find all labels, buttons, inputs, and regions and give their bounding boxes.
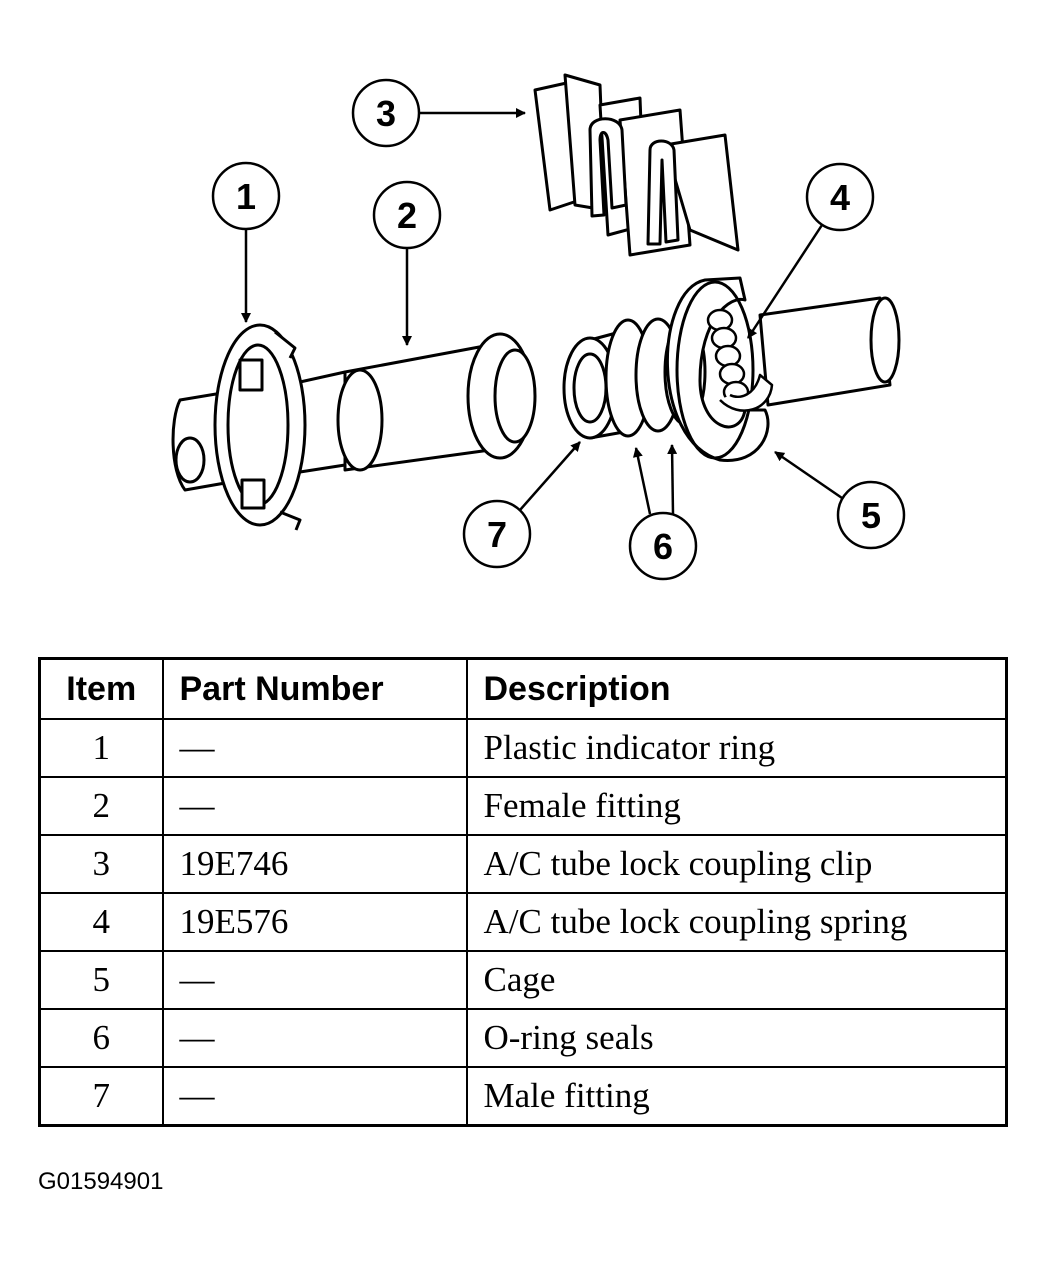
coupling-spring — [706, 308, 774, 412]
cell-item: 6 — [38, 1008, 164, 1068]
callout-2: 2 — [372, 180, 442, 346]
table-header-row: Item Part Number Description — [38, 657, 1008, 720]
callout-4: 4 — [746, 162, 875, 339]
cell-item: 1 — [38, 718, 164, 778]
cell-description: Male fitting — [465, 1066, 1008, 1127]
cell-item: 7 — [38, 1066, 164, 1127]
callout-5: 5 — [774, 450, 906, 550]
svg-text:5: 5 — [861, 495, 881, 536]
table-row: 7 — Male fitting — [38, 1066, 1008, 1127]
table-row: 3 19E746 A/C tube lock coupling clip — [38, 834, 1008, 894]
svg-text:4: 4 — [830, 177, 850, 218]
header-item: Item — [38, 657, 164, 720]
parts-table: Item Part Number Description 1 — Plastic… — [38, 657, 1008, 1127]
cell-description: A/C tube lock coupling spring — [465, 892, 1008, 952]
cell-item: 3 — [38, 834, 164, 894]
cell-part-number: 19E576 — [161, 892, 468, 952]
cell-item: 4 — [38, 892, 164, 952]
cell-description: O-ring seals — [465, 1008, 1008, 1068]
female-fitting — [171, 332, 537, 492]
exploded-view-diagram: 1 2 3 4 5 6 7 — [171, 73, 906, 581]
plastic-indicator-ring — [213, 323, 307, 531]
table-row: 4 19E576 A/C tube lock coupling spring — [38, 892, 1008, 952]
cell-part-number: — — [161, 1066, 468, 1127]
table-row: 5 — Cage — [38, 950, 1008, 1010]
callout-1: 1 — [211, 161, 281, 323]
cell-part-number: 19E746 — [161, 834, 468, 894]
header-part-number: Part Number — [161, 657, 468, 720]
tube-right — [758, 296, 901, 407]
header-description: Description — [465, 657, 1008, 720]
coupling-clip — [533, 73, 740, 257]
svg-text:1: 1 — [236, 176, 256, 217]
cell-part-number: — — [161, 718, 468, 778]
cell-item: 5 — [38, 950, 164, 1010]
table-row: 2 — Female fitting — [38, 776, 1008, 836]
cell-part-number: — — [161, 950, 468, 1010]
cell-description: Plastic indicator ring — [465, 718, 1008, 778]
svg-text:7: 7 — [487, 514, 507, 555]
figure-id: G01594901 — [38, 1168, 164, 1195]
callout-6: 6 — [628, 444, 698, 581]
callout-3: 3 — [351, 78, 526, 148]
cell-part-number: — — [161, 776, 468, 836]
callout-7: 7 — [462, 441, 581, 569]
cell-description: Cage — [465, 950, 1008, 1010]
cell-part-number: — — [161, 1008, 468, 1068]
cage — [665, 276, 770, 462]
cell-item: 2 — [38, 776, 164, 836]
table-row: 6 — O-ring seals — [38, 1008, 1008, 1068]
cell-description: Female fitting — [465, 776, 1008, 836]
svg-text:3: 3 — [376, 93, 396, 134]
cell-description: A/C tube lock coupling clip — [465, 834, 1008, 894]
table-row: 1 — Plastic indicator ring — [38, 718, 1008, 778]
svg-text:6: 6 — [653, 526, 673, 567]
svg-text:2: 2 — [397, 195, 417, 236]
